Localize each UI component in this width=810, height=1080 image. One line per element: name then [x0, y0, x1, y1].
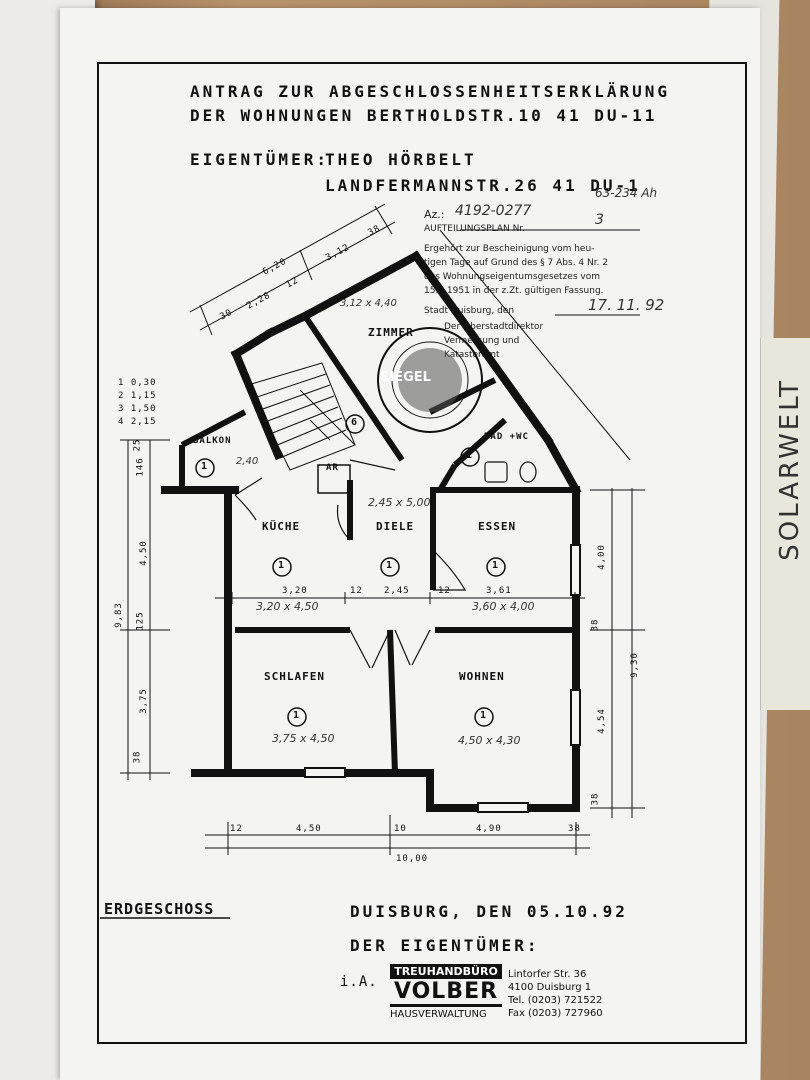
room-ar: AR — [326, 463, 339, 473]
dim-right-total: 9,30 — [629, 652, 640, 678]
room-balkon: BALKON — [193, 436, 232, 446]
drawing-frame — [97, 62, 747, 1044]
dim-left: 146 — [135, 457, 146, 477]
room-wohnen-number: 1 — [480, 710, 488, 721]
company-logo: TREUHANDBÜRO VOLBER HAUSVERWALTUNG — [390, 964, 502, 1020]
room-kueche: KÜCHE — [262, 520, 301, 533]
room-diele: DIELE — [376, 520, 415, 533]
room-zimmer: ZIMMER — [368, 326, 414, 339]
room-balkon-size: 2,40 — [236, 456, 259, 467]
owner-address: LANDFERMANNSTR.26 41 DU-1 — [325, 176, 641, 195]
room-schlafen: SCHLAFEN — [264, 670, 325, 683]
room-kueche-size: 3,20 x 4,50 — [256, 600, 319, 613]
address-line: 4100 Duisburg 1 — [508, 982, 592, 993]
logo-sub: HAUSVERWALTUNG — [390, 1009, 487, 1020]
room-wohnen-size: 4,50 x 4,30 — [458, 734, 521, 747]
dim-bottom: 4,50 — [296, 824, 322, 834]
document-page — [60, 8, 760, 1080]
legend-item: 2 1,15 — [118, 391, 157, 401]
room-balkon-number: 1 — [201, 461, 209, 472]
side-label-strip: SOLARWELT — [760, 338, 810, 710]
room-kueche-number: 1 — [278, 560, 286, 571]
dim-left-total: 9,83 — [113, 602, 124, 628]
az-label: Az.: — [424, 208, 445, 221]
plan-value: 3 — [595, 212, 604, 228]
address-line: Lintorfer Str. 36 — [508, 969, 587, 980]
title-line-1: ANTRAG ZUR ABGESCHLOSSENHEITSERKLÄRUNG — [190, 82, 671, 101]
dim-right: 4,54 — [596, 708, 607, 734]
company-address: Lintorfer Str. 36 4100 Duisburg 1 Tel. (… — [508, 968, 603, 1020]
az-value: 4192-0277 — [455, 203, 532, 219]
room-essen-size: 3,60 x 4,00 — [472, 600, 535, 613]
dim-right: 4,00 — [596, 544, 607, 570]
dim-left: 3,75 — [138, 688, 149, 714]
dim-left: 38 — [132, 750, 143, 764]
room-diele-number: 1 — [386, 560, 394, 571]
logo-top: TREUHANDBÜRO — [390, 964, 502, 979]
stamp-line: Ergehört zur Bescheinigung vom heu- — [424, 244, 595, 254]
legend-item: 1 0,30 — [118, 378, 157, 388]
dim-bottom: 38 — [568, 824, 581, 834]
legend-item: 3 1,50 — [118, 404, 157, 414]
room-zimmer-number: 6 — [351, 417, 359, 428]
room-schlafen-size: 3,75 x 4,50 — [272, 732, 335, 745]
room-bad-number: 1 — [466, 450, 474, 461]
dim-bottom: 4,90 — [476, 824, 502, 834]
logo-name: VOLBER — [390, 979, 502, 1007]
title-line-2: DER WOHNUNGEN BERTHOLDSTR.10 41 DU-11 — [190, 106, 658, 125]
stamp-line: Stadt Duisburg, den — [424, 306, 515, 316]
room-wohnen: WOHNEN — [459, 670, 505, 683]
stamp-date: 17. 11. 92 — [588, 296, 665, 314]
stamp-line: Der Oberstadtdirektor — [444, 322, 544, 332]
legend-item: 4 2,15 — [118, 417, 157, 427]
room-diele-size: 2,45 x 5,00 — [368, 496, 431, 509]
dim-mid: 3,20 — [282, 586, 308, 596]
seal-text: SIEGEL — [380, 370, 431, 385]
dim-right: 38 — [590, 792, 601, 806]
room-zimmer-size: 3,12 x 4,40 — [340, 298, 397, 309]
room-essen: ESSEN — [478, 520, 517, 533]
dim-bottom: 10 — [394, 824, 407, 834]
floor-label: ERDGESCHOSS — [104, 900, 215, 918]
handwritten-ref: 63-234 Ah — [595, 186, 658, 200]
owner-label: EIGENTÜMER: — [190, 150, 329, 169]
dim-right: 38 — [590, 618, 601, 632]
room-bad: BAD +WC — [484, 432, 529, 442]
ia-label: i.A. — [340, 974, 378, 990]
dim-left: 125 — [135, 611, 146, 631]
signer-label: DER EIGENTÜMER: — [350, 936, 540, 955]
room-essen-number: 1 — [492, 560, 500, 571]
dim-mid: 12 — [438, 586, 451, 596]
dim-left: 4,50 — [138, 540, 149, 566]
place-date: DUISBURG, DEN 05.10.92 — [350, 902, 628, 921]
stamp-line: 15.3.1951 in der z.Zt. gültigen Fassung. — [424, 286, 604, 296]
dim-bottom-total: 10,00 — [396, 854, 429, 864]
room-schlafen-number: 1 — [293, 710, 301, 721]
stamp-line: tigen Tage auf Grund des § 7 Abs. 4 Nr. … — [424, 258, 609, 268]
dim-mid: 3,61 — [486, 586, 512, 596]
stamp-line: des Wohnungseigentumsgesetzes vom — [424, 272, 600, 282]
dim-bottom: 12 — [230, 824, 243, 834]
dim-mid: 12 — [350, 586, 363, 596]
address-line: Tel. (0203) 721522 — [508, 995, 603, 1006]
dim-left: 25 — [132, 438, 143, 452]
dim-mid: 2,45 — [384, 586, 410, 596]
owner-name: THEO HÖRBELT — [325, 150, 477, 169]
plan-label: AUFTEILUNGSPLAN Nr. — [424, 224, 526, 234]
stamp-line: Katasteramt — [444, 350, 500, 360]
address-line: Fax (0203) 727960 — [508, 1008, 603, 1019]
